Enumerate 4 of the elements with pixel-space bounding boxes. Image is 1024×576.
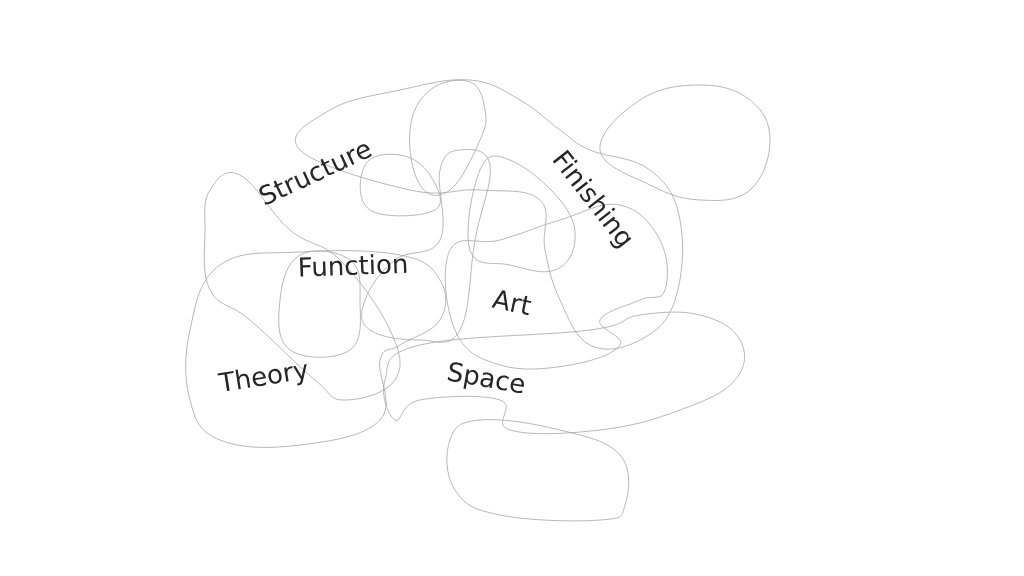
word-label: Space [447,362,524,394]
word-label: Art [491,290,532,316]
word-label: Theory [217,364,307,392]
word-label: Function [300,254,407,277]
